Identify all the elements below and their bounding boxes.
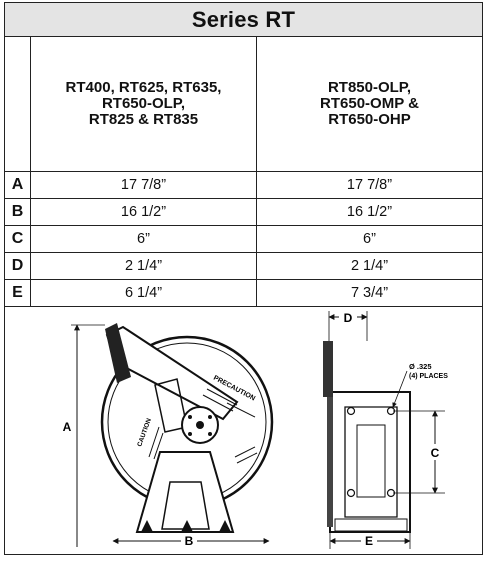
dimension-value: 17 7/8” xyxy=(30,171,257,199)
hole-count-note: (4) PLACES xyxy=(409,373,448,380)
dimension-e-label-bg xyxy=(361,533,377,547)
hole-note-leader xyxy=(392,370,408,408)
hose-guide xyxy=(105,323,131,383)
row-letter: E xyxy=(4,279,31,307)
dimension-value: 6” xyxy=(256,225,483,253)
reel-base-frame xyxy=(135,451,235,533)
model-group-1-header: RT400, RT625, RT635, RT650-OLP, RT825 & … xyxy=(30,36,257,172)
dimension-b-label: B xyxy=(185,534,194,548)
dimension-e-label: E xyxy=(365,534,373,548)
dimension-value: 6 1/4” xyxy=(30,279,257,307)
reel-side-view xyxy=(323,341,411,533)
dimension-value: 7 3/4” xyxy=(256,279,483,307)
hub-bolt xyxy=(188,415,192,419)
hose-guide-side xyxy=(323,341,333,397)
reel-foot xyxy=(181,520,193,532)
mounting-hole xyxy=(346,488,356,498)
bracket-inner xyxy=(356,424,386,498)
reel-front-view: PRECAUTION CAUTION xyxy=(100,323,274,533)
dimension-a-label: A xyxy=(63,420,72,434)
dimension-d-label-bg xyxy=(339,309,357,325)
bracket-foot xyxy=(334,518,408,532)
mounting-bracket xyxy=(329,391,411,533)
hole-size-note: Ø .325 xyxy=(409,362,432,371)
model-group-2-header: RT850-OLP, RT650-OMP & RT650-OHP xyxy=(256,36,483,172)
table-row: C 6” 6” xyxy=(4,225,483,253)
mounting-hole xyxy=(346,406,356,416)
dimension-drawing-cell: PRECAUTION CAUTION xyxy=(4,306,483,555)
table-row: B 16 1/2” 16 1/2” xyxy=(4,198,483,226)
hose-reel-drawing: PRECAUTION CAUTION xyxy=(63,309,448,549)
reel-foot xyxy=(141,520,153,532)
side-label-lines xyxy=(148,426,258,464)
row-letter: C xyxy=(4,225,31,253)
model-group-2-line: RT650-OHP xyxy=(328,111,411,128)
model-group-1-line: RT400, RT625, RT635, xyxy=(65,79,222,96)
dimension-c-label: C xyxy=(431,446,440,460)
dimension-b-label-bg xyxy=(181,533,197,547)
reel-edge xyxy=(327,397,333,527)
model-group-2-line: RT850-OLP, xyxy=(327,79,412,96)
reel-foot xyxy=(219,520,231,532)
model-group-1-line: RT650-OLP, xyxy=(101,95,186,112)
table-row: D 2 1/4” 2 1/4” xyxy=(4,252,483,280)
table-row: E 6 1/4” 7 3/4” xyxy=(4,279,483,307)
dimension-c-label-bg xyxy=(427,444,443,460)
hub-bolt xyxy=(188,432,192,436)
dimension-value: 16 1/2” xyxy=(30,198,257,226)
model-group-2-line: RT650-OMP & xyxy=(320,95,419,112)
series-title: Series RT xyxy=(4,2,483,37)
bracket-cutout xyxy=(344,406,398,518)
dimension-value: 2 1/4” xyxy=(256,252,483,280)
row-letter: B xyxy=(4,198,31,226)
dimension-value: 6” xyxy=(30,225,257,253)
spec-sheet: Series RT RT400, RT625, RT635, RT650-OLP… xyxy=(4,2,483,577)
hub-bolt xyxy=(196,421,204,429)
dimension-d-label: D xyxy=(344,311,353,325)
arm-label-lines xyxy=(202,388,256,418)
model-group-1-line: RT825 & RT835 xyxy=(88,111,199,128)
dimension-value: 17 7/8” xyxy=(256,171,483,199)
row-letter: A xyxy=(4,171,31,199)
table-row: A 17 7/8” 17 7/8” xyxy=(4,171,483,199)
row-letter: D xyxy=(4,252,31,280)
dimension-table: Series RT RT400, RT625, RT635, RT650-OLP… xyxy=(4,2,483,555)
hub-bolt xyxy=(208,432,212,436)
base-cutout xyxy=(161,481,210,530)
dimension-value: 2 1/4” xyxy=(30,252,257,280)
dimension-value: 16 1/2” xyxy=(256,198,483,226)
hub-bolt xyxy=(208,415,212,419)
header-corner xyxy=(4,36,31,172)
